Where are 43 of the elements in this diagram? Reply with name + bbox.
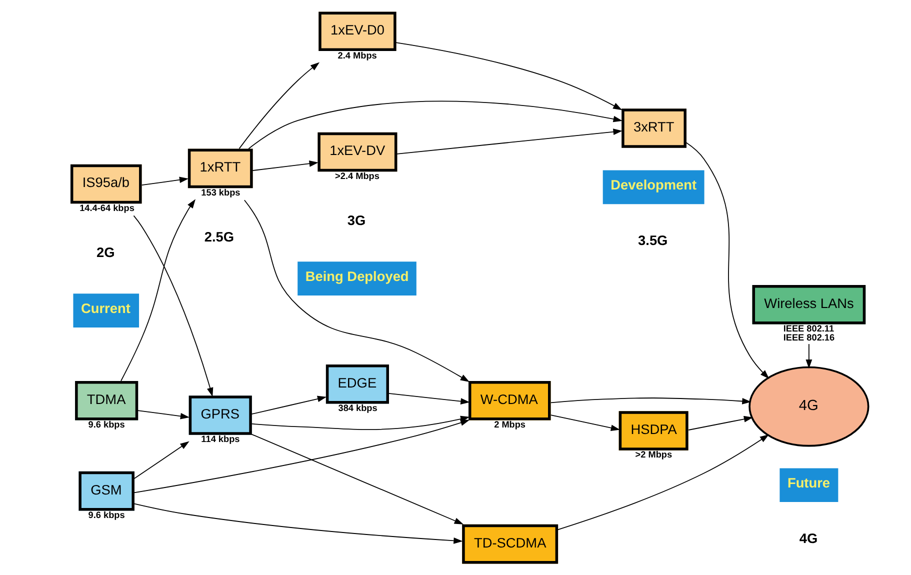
- arrow: [134, 441, 190, 480]
- label: Development: [610, 177, 697, 192]
- arrow: [806, 344, 812, 369]
- arrow: [550, 398, 752, 404]
- label: 2G: [96, 245, 115, 260]
- node-label: 384 kbps: [338, 403, 378, 414]
- label: 3G: [347, 213, 366, 228]
- label: Current: [80, 300, 130, 316]
- node-label: IEEE 802.16: [783, 332, 835, 343]
- label: 3.5G: [638, 233, 668, 248]
- node-ellipse: 4G: [748, 366, 870, 447]
- node-label: 14.4-64 kbps: [80, 202, 134, 213]
- node-label: 9.6 kbps: [88, 420, 125, 430]
- arrow: [133, 215, 214, 397]
- node-label: IEEE 802.11: [783, 324, 834, 334]
- arrow: [688, 416, 754, 430]
- arrow: [388, 393, 470, 404]
- arrow: [550, 414, 620, 432]
- arrow: [120, 199, 196, 382]
- arrow: [686, 142, 770, 379]
- arrow: [557, 434, 770, 530]
- label: 2.5G: [204, 230, 234, 245]
- arrow: [137, 410, 190, 420]
- node-label: >2.4 Mbps: [335, 170, 380, 181]
- node-label: 114 kbps: [201, 434, 240, 444]
- arrow: [244, 200, 470, 382]
- node-label: 2 Mbps: [494, 420, 526, 430]
- label: 4G: [799, 531, 818, 546]
- arrow: [141, 176, 189, 186]
- node-label: >2 Mbps: [635, 450, 672, 460]
- node-label: 9.6 kbps: [88, 510, 125, 520]
- arrow: [252, 160, 318, 171]
- arrow: [251, 396, 327, 415]
- node-label: 153 kbps: [201, 187, 240, 198]
- arrow: [396, 128, 622, 154]
- arrow: [248, 100, 622, 150]
- arrow: [134, 503, 463, 544]
- label: Future: [787, 475, 830, 490]
- arrow: [395, 42, 622, 110]
- node-label: 2.4 Mbps: [338, 50, 377, 60]
- label: Being Deployed: [305, 268, 409, 284]
- arrow: [238, 62, 320, 150]
- arrow: [251, 434, 464, 524]
